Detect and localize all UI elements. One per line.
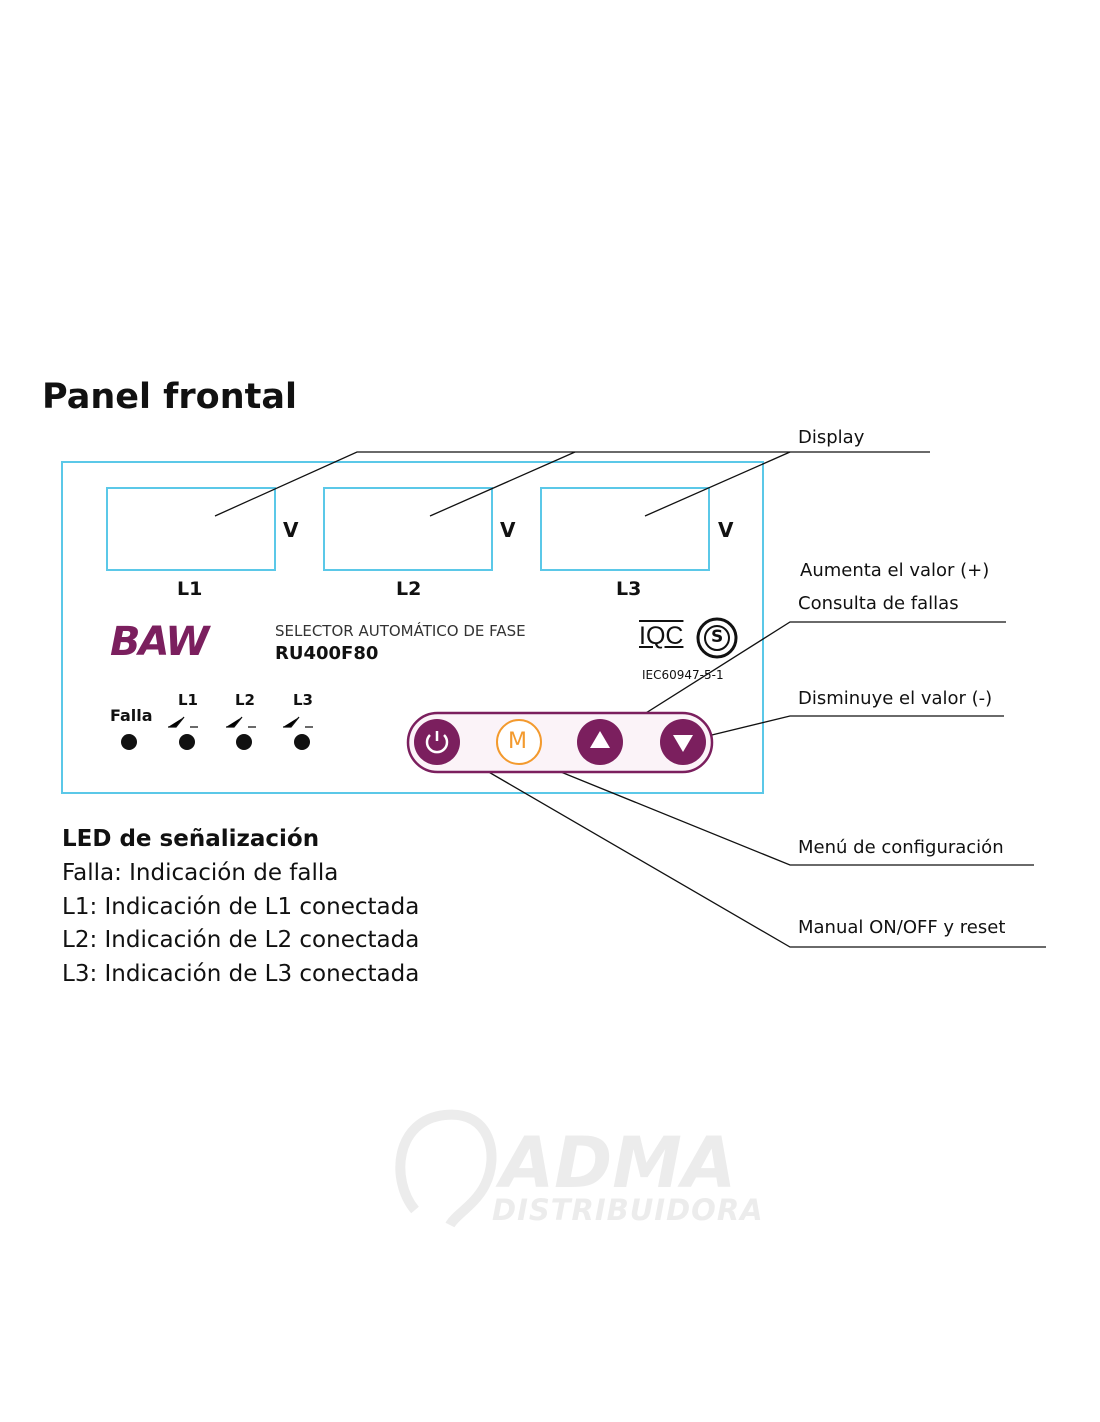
led-l1 <box>179 734 195 750</box>
unit-l2: V <box>500 518 516 542</box>
power-icon <box>425 731 449 754</box>
menu-button-label[interactable]: M <box>508 729 527 754</box>
led-label-l1: L1 <box>178 691 198 709</box>
legend-item: L1: Indicación de L1 conectada <box>62 894 420 920</box>
page-title: Panel frontal <box>42 377 297 417</box>
legend-item: L2: Indicación de L2 conectada <box>62 927 420 953</box>
label-l3: L3 <box>616 578 642 600</box>
triangle-down-icon <box>673 735 693 752</box>
product-name: SELECTOR AUTOMÁTICO DE FASE <box>275 622 526 640</box>
display-l1 <box>106 487 276 571</box>
led-label-l3: L3 <box>293 691 313 709</box>
watermark-name: ADMA <box>500 1122 737 1204</box>
led-label-falla: Falla <box>110 706 153 725</box>
callout-decrease: Disminuye el valor (-) <box>798 688 993 709</box>
label-l1: L1 <box>177 578 203 600</box>
legend-item: Falla: Indicación de falla <box>62 860 339 886</box>
display-l3 <box>540 487 710 571</box>
switch-symbols <box>168 716 313 728</box>
s-cert-label: S <box>711 627 724 647</box>
model-number: RU400F80 <box>275 643 379 664</box>
led-label-l2: L2 <box>235 691 255 709</box>
callout-menu: Menú de configuración <box>798 837 1004 858</box>
callout-display: Display <box>798 427 865 448</box>
up-button[interactable] <box>577 719 623 765</box>
legend-item: L3: Indicación de L3 conectada <box>62 961 420 987</box>
callout-lines <box>214 451 1046 948</box>
watermark-sub: DISTRIBUIDORA <box>492 1193 764 1227</box>
label-l2: L2 <box>396 578 422 600</box>
s-cert-icon <box>696 617 738 659</box>
led-l2 <box>236 734 252 750</box>
iqc-cert: IQC <box>639 622 684 650</box>
led-falla <box>121 734 137 750</box>
legend-heading: LED de señalización <box>62 826 320 852</box>
triangle-up-icon <box>590 731 610 748</box>
power-button[interactable] <box>414 719 460 765</box>
brand-logo: BAW <box>110 619 209 665</box>
unit-l1: V <box>283 518 299 542</box>
watermark-bulb-icon <box>395 1109 497 1228</box>
standard-label: IEC60947-5-1 <box>642 668 724 682</box>
callout-manual: Manual ON/OFF y reset <box>798 917 1006 938</box>
display-l2 <box>323 487 493 571</box>
menu-button[interactable] <box>496 719 542 765</box>
unit-l3: V <box>718 518 734 542</box>
led-l3 <box>294 734 310 750</box>
down-button[interactable] <box>660 719 706 765</box>
front-panel <box>61 461 764 794</box>
callout-increase: Aumenta el valor (+) <box>800 560 990 581</box>
button-bar <box>406 711 714 774</box>
callout-faults: Consulta de fallas <box>798 593 959 614</box>
